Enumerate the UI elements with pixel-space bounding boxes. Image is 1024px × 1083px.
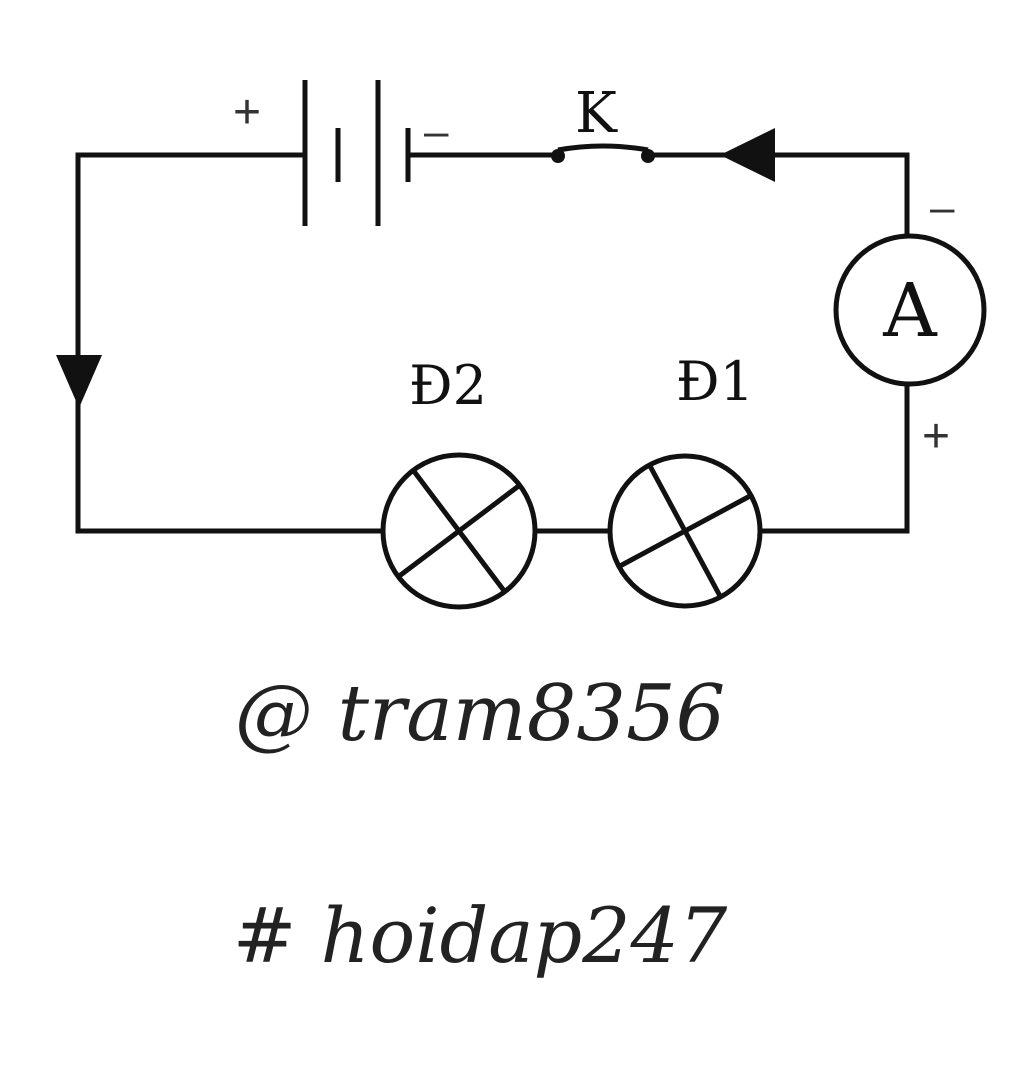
ammeter: A – + <box>833 183 987 463</box>
ammeter-minus-sign: – <box>930 183 955 232</box>
switch-contact-left <box>551 149 565 163</box>
switch-contact-right <box>641 149 655 163</box>
ammeter-circle <box>833 233 987 387</box>
battery: + – <box>233 80 449 226</box>
watermark-site: # hoidap247 <box>233 891 728 980</box>
switch-k: K <box>551 81 655 163</box>
battery-minus-sign: – <box>424 107 449 156</box>
lamp-d2-circle <box>380 452 538 610</box>
lamp-d1-label: Đ1 <box>676 350 754 413</box>
watermark-author: @ tram8356 <box>235 669 725 759</box>
arrow-left-icon <box>56 355 102 408</box>
lamp-d1: Đ1 <box>607 350 763 609</box>
watermarks: @ tram8356 # hoidap247 <box>233 669 728 980</box>
switch-lever <box>557 143 649 153</box>
lamp-d2: Đ2 <box>380 354 538 610</box>
lamp-d1-cross-b <box>618 493 752 569</box>
current-arrows <box>56 128 775 408</box>
lamp-d1-circle <box>607 453 763 609</box>
ammeter-plus-sign: + <box>922 410 950 463</box>
switch-label: K <box>575 81 618 146</box>
arrow-top-icon <box>720 128 775 182</box>
battery-plus-sign: + <box>233 86 261 139</box>
lamp-d2-cross-b <box>396 483 522 579</box>
lamp-d2-label: Đ2 <box>409 354 487 417</box>
ammeter-label: A <box>882 268 938 354</box>
circuit-wires <box>75 152 910 534</box>
